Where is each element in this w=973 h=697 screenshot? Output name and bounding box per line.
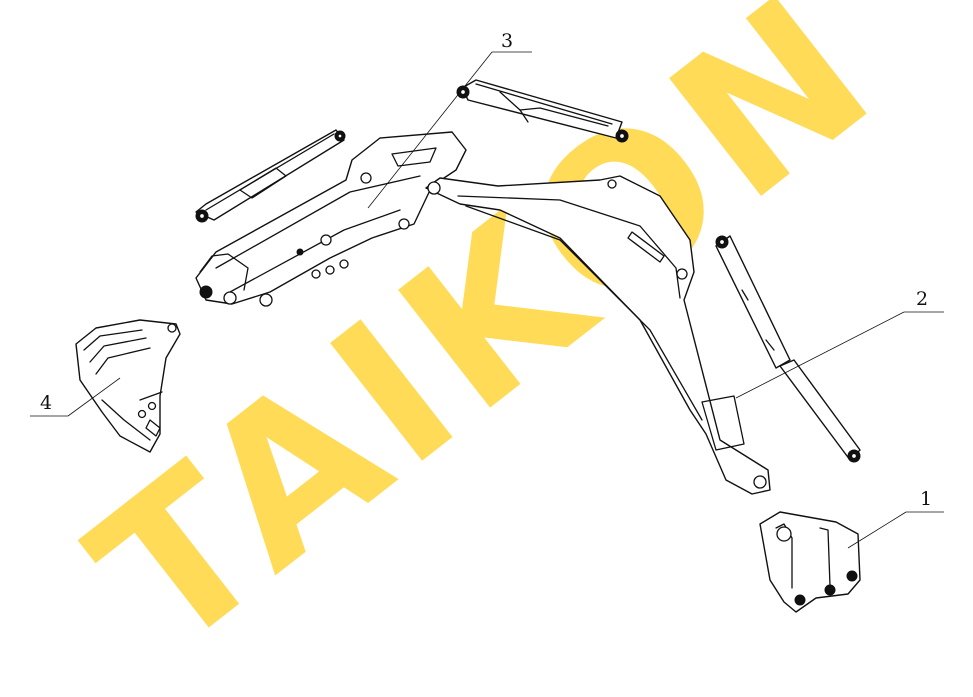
callout-label-1: 1 [920, 488, 933, 510]
mounting-bracket [759, 511, 861, 613]
bucket-cylinder [195, 129, 346, 223]
boom-cylinder [715, 235, 861, 463]
bucket [75, 319, 181, 453]
boom [425, 175, 771, 495]
callout-label-4: 4 [40, 392, 53, 414]
arm-cylinder [456, 79, 629, 143]
arm [195, 131, 467, 307]
callout-label-3: 3 [501, 30, 514, 52]
callout-label-2: 2 [916, 288, 929, 310]
excavator-arm-exploded-diagram [30, 51, 944, 613]
leader-lines [30, 51, 944, 549]
